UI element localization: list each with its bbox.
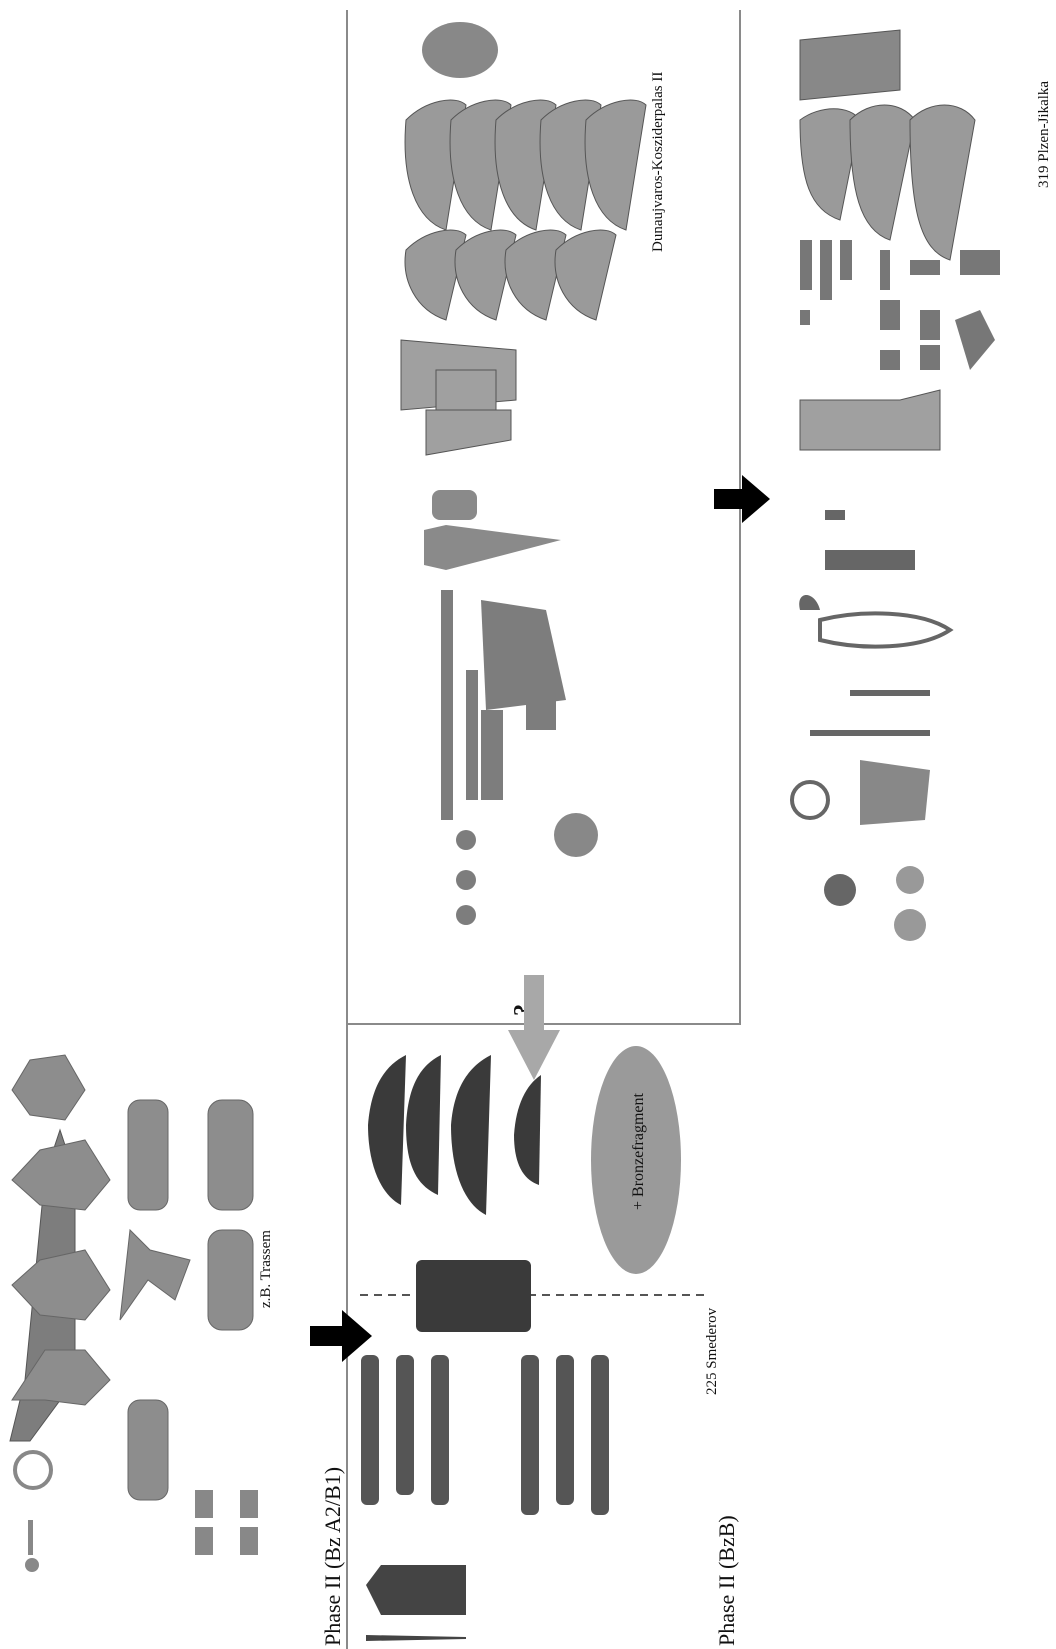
trassem-artifacts [0,0,346,1649]
dunaujvaros-artifacts [346,10,740,1025]
dunaujvaros-sickles [405,100,646,320]
smederov-chisels [361,1355,609,1515]
plzen-sickles [800,105,975,260]
smederov-pin-spear [366,1565,466,1641]
dunaujvaros-misc [441,590,598,925]
plzen-artifacts [740,10,1040,970]
plzen-axe [800,390,940,450]
plzen-fragments [800,240,1000,370]
smederov-sickles [368,1055,541,1215]
dunaujvaros-axes [401,340,516,455]
plzen-ornaments [792,510,950,941]
trassem-axes [12,1055,253,1500]
dunaujvaros-dagger [424,490,561,570]
smederov-artifacts [346,1025,740,1649]
